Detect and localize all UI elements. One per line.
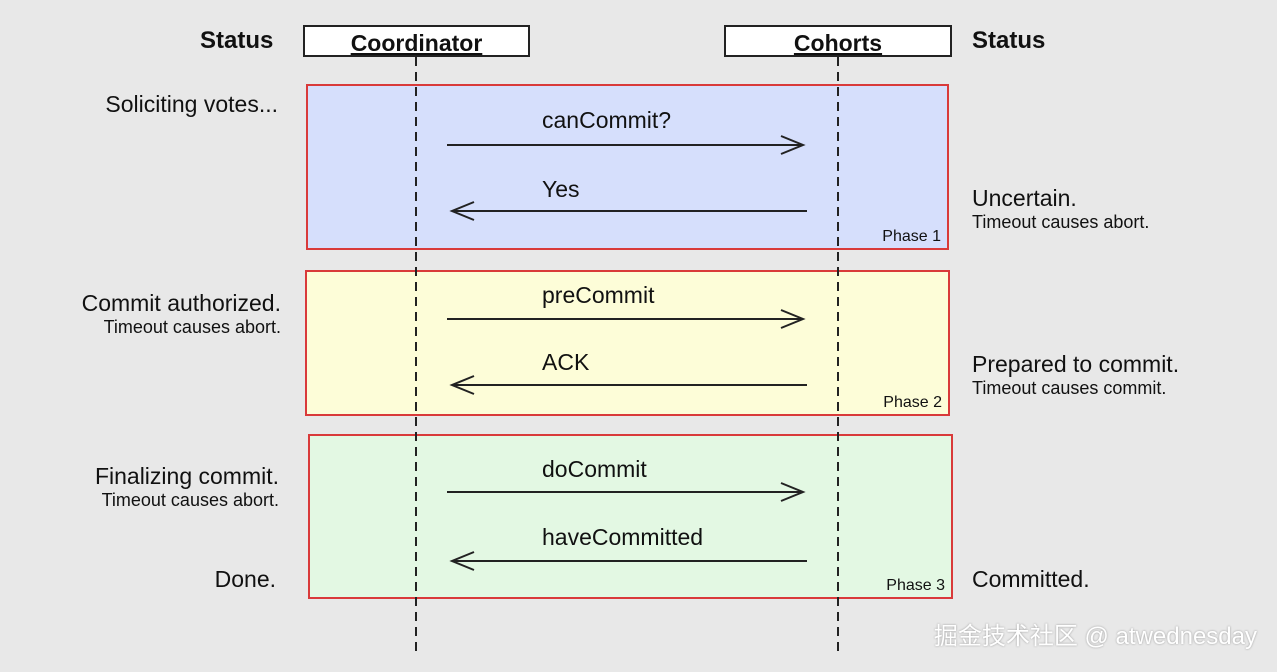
right-status-phase-2: Prepared to commit. Timeout causes commi… (972, 351, 1179, 399)
left-status-phase-3-sub: Timeout causes abort. (101, 490, 279, 510)
message-yes: Yes (542, 176, 580, 202)
phase-1-box: Phase 1 (306, 84, 949, 250)
right-status-phase-1: Uncertain. Timeout causes abort. (972, 185, 1149, 233)
message-docommit: doCommit (542, 456, 647, 482)
left-status-phase-2-main: Commit authorized. (81, 290, 281, 316)
phase-1-label: Phase 1 (882, 228, 941, 245)
left-status-phase-2: Commit authorized. Timeout causes abort. (82, 290, 281, 338)
cohorts-box: Cohorts (724, 25, 952, 57)
phase-3-label: Phase 3 (886, 577, 945, 594)
coordinator-label: Coordinator (350, 30, 483, 56)
phase-2-box: Phase 2 (305, 270, 950, 416)
left-status-phase-1: Soliciting votes... (105, 91, 278, 117)
left-status-done: Done. (214, 566, 276, 592)
right-status-phase-1-main: Uncertain. (972, 185, 1077, 211)
right-status-phase-2-sub: Timeout causes commit. (972, 378, 1167, 398)
right-status-phase-1-sub: Timeout causes abort. (972, 212, 1150, 232)
cohorts-label: Cohorts (793, 30, 883, 56)
message-havecommitted: haveCommitted (542, 524, 704, 550)
right-status-phase-3: Committed. (972, 566, 1090, 592)
left-status-phase-3-main: Finalizing commit. (94, 463, 279, 489)
left-status-phase-2-sub: Timeout causes abort. (103, 317, 281, 337)
message-precommit: preCommit (542, 282, 655, 308)
coordinator-box: Coordinator (303, 25, 530, 57)
watermark: 掘金技术社区 @ atwednesday (933, 623, 1257, 650)
message-ack: ACK (542, 349, 590, 375)
phase-2-label: Phase 2 (883, 394, 942, 411)
right-status-phase-2-main: Prepared to commit. (972, 351, 1180, 377)
message-cancommit: canCommit? (542, 107, 672, 133)
right-status-header: Status (972, 27, 1046, 54)
left-status-header: Status (200, 27, 274, 54)
right-status-phase-3-main: Committed. (972, 566, 1090, 592)
left-status-phase-3: Finalizing commit. Timeout causes abort. (95, 463, 279, 511)
left-status-phase-1-main: Soliciting votes... (105, 91, 278, 117)
